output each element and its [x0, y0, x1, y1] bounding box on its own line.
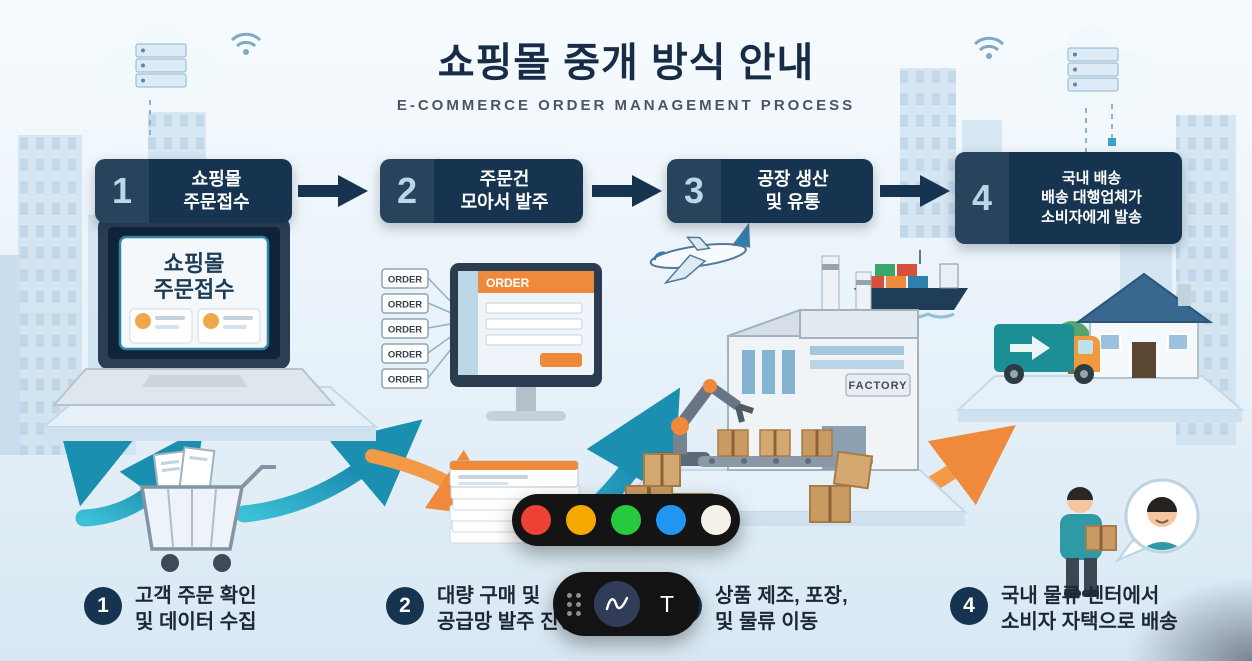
color-swatch-orange[interactable]	[566, 505, 596, 535]
order-tags: ORDER ORDER ORDER ORDER ORDER	[381, 268, 457, 389]
step-3-header: 3 공장 생산 및 유통	[667, 159, 873, 223]
laptop-screen-title-line2: 주문접수	[154, 277, 235, 302]
step-2-header: 2 주문건 모아서 발주	[380, 159, 583, 223]
cargo-ship-icon	[849, 250, 968, 319]
page-title: 쇼핑몰 중개 방식 안내	[437, 41, 815, 85]
platform-4	[955, 375, 1245, 422]
illustration-step4-delivery	[955, 272, 1245, 597]
airplane-icon	[649, 222, 751, 285]
delivery-truck	[994, 324, 1100, 384]
step-1-header: 1 쇼핑몰 주문접수	[95, 159, 292, 223]
shopping-cart-icon	[139, 446, 276, 572]
order-tag-2: ORDER	[388, 300, 422, 311]
step-4-label: 국내 배송 배송 대행업체가 소비자에게 발송	[1041, 169, 1142, 226]
drag-handle[interactable]	[567, 592, 581, 616]
step-3-number: 3	[667, 159, 721, 223]
wifi-icon-left	[230, 32, 262, 55]
order-tag-4: ORDER	[388, 350, 422, 361]
pen-tool-button[interactable]	[594, 581, 640, 627]
header: 쇼핑몰 중개 방식 안내 E-COMMERCE ORDER MANAGEMENT…	[0, 30, 1252, 114]
color-swatch-blue[interactable]	[656, 505, 686, 535]
color-swatch-red[interactable]	[521, 505, 551, 535]
laptop-screen-title-line1: 쇼핑몰	[164, 251, 225, 276]
factory-sign: FACTORY	[849, 380, 908, 392]
order-form-title: ORDER	[486, 276, 530, 290]
house	[1074, 272, 1214, 379]
footnote-4-text: 국내 물류 센터에서 소비자 자택으로 배송	[1001, 585, 1178, 633]
footnote-1-text: 고객 주문 확인 및 데이터 수집	[135, 585, 257, 633]
step-4-number: 4	[955, 152, 1009, 244]
page-subtitle: E-COMMERCE ORDER MANAGEMENT PROCESS	[396, 97, 856, 114]
annotation-tool-toolbar[interactable]: T	[553, 572, 699, 636]
step-1-label: 쇼핑몰 주문접수	[183, 168, 250, 212]
order-tag-3: ORDER	[388, 325, 422, 336]
speech-bubble	[1114, 478, 1200, 563]
color-swatch-green[interactable]	[611, 505, 641, 535]
color-swatch-white[interactable]	[701, 505, 731, 535]
footnote-4-number: 4	[950, 587, 988, 625]
conveyor-belt	[698, 429, 873, 467]
step-2-label: 주문건 모아서 발주	[460, 168, 549, 212]
shipping-boxes-right	[809, 450, 874, 523]
order-monitor: ORDER	[450, 263, 602, 421]
footnote-4: 4 국내 물류 센터에서 소비자 자택으로 배송	[950, 583, 1178, 635]
wifi-icon-right	[973, 36, 1005, 59]
order-tag-1: ORDER	[388, 275, 422, 286]
annotation-color-toolbar[interactable]	[512, 494, 740, 546]
step-arrow-2-3	[592, 175, 662, 207]
cloud-server-icon-right	[1034, 26, 1150, 100]
illustration-step1-laptop: 쇼핑몰 주문접수	[41, 217, 379, 572]
step-arrow-3-4	[880, 175, 950, 207]
step-2-number: 2	[380, 159, 434, 223]
text-tool-button[interactable]: T	[653, 591, 681, 618]
laptop-user-card-2	[197, 308, 261, 344]
laptop: 쇼핑몰 주문접수	[51, 217, 337, 406]
delivery-person	[1060, 487, 1117, 597]
order-tag-5: ORDER	[388, 375, 422, 386]
footnote-2-text: 대량 구매 및 공급망 발주 진행	[437, 585, 577, 633]
footnote-2: 2 대량 구매 및 공급망 발주 진행	[386, 583, 577, 635]
laptop-user-card-1	[129, 308, 193, 344]
step-arrow-1-2	[298, 175, 368, 207]
footnote-1: 1 고객 주문 확인 및 데이터 수집	[84, 583, 257, 635]
pen-squiggle-icon	[605, 596, 629, 611]
footnote-3-text: 상품 제조, 포장, 및 물류 이동	[715, 585, 848, 633]
footnote-2-number: 2	[386, 587, 424, 625]
cloud-server-icon-left	[102, 22, 218, 96]
step-4-header: 4 국내 배송 배송 대행업체가 소비자에게 발송	[955, 152, 1182, 244]
footnote-1-number: 1	[84, 587, 122, 625]
step-3-label: 공장 생산 및 유통	[757, 168, 829, 212]
step-1-number: 1	[95, 159, 149, 223]
